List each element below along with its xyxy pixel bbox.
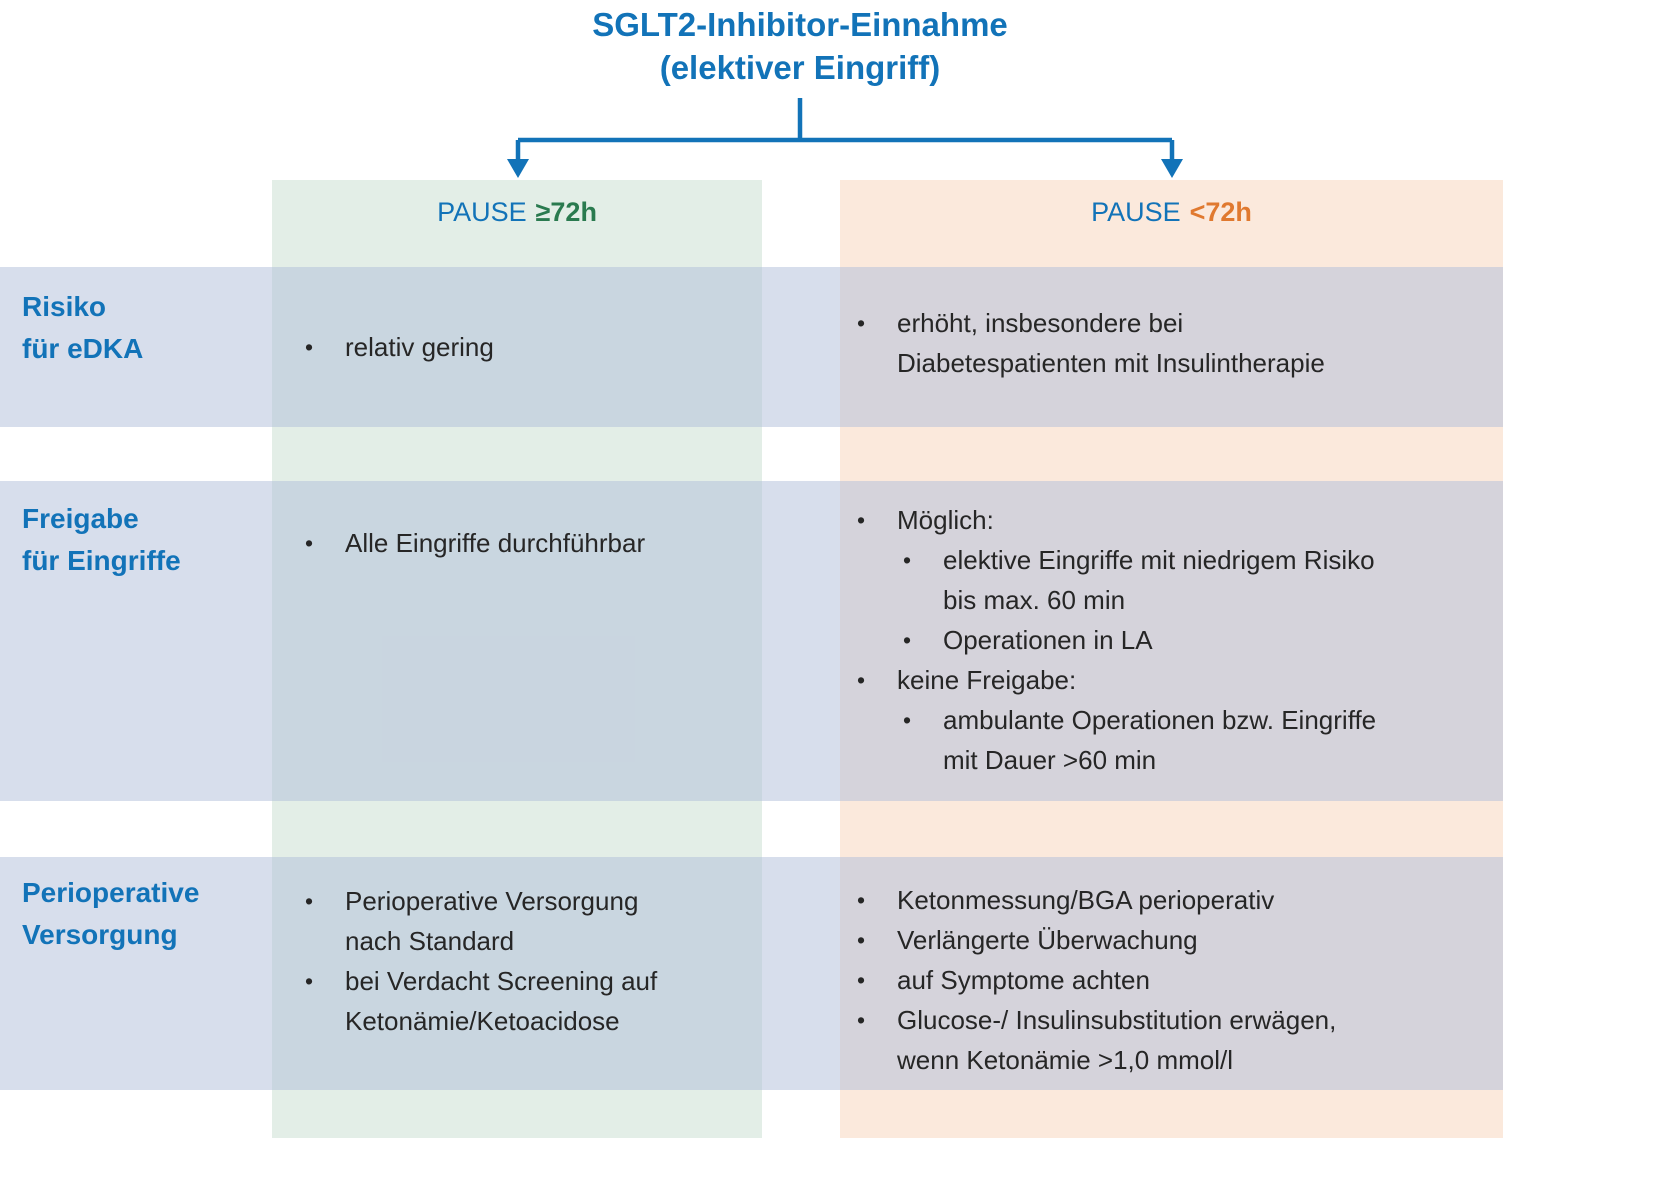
bullet-text: Glucose-/ Insulinsubstitution erwägen, w…: [897, 1005, 1337, 1075]
bullet-item: • ambulante Operationen bzw. Eingriffe mi…: [903, 700, 1502, 780]
bullet-text: Möglich:: [897, 505, 994, 535]
column-header-pause-ge72h: PAUSE ≥72h: [272, 197, 762, 228]
bullet-item: • keine Freigabe:: [857, 660, 1502, 700]
row-band-perioperative: [0, 857, 1503, 1090]
cell-freigabe-pause-lt72h: • Möglich: • elektive Eingriffe mit niedrig…: [857, 500, 1502, 780]
connector-lines: [515, 98, 1175, 162]
bullet-marker-icon: •: [305, 530, 314, 556]
bullet-text: relativ gering: [345, 332, 494, 362]
bullet-text: Verlängerte Überwachung: [897, 925, 1198, 955]
bullet-marker-icon: •: [857, 927, 866, 953]
arrowhead-right-icon: [1161, 159, 1183, 178]
bullet-item: • Alle Eingriffe durchführbar: [305, 523, 755, 563]
bullet-text: Perioperative Versorgung nach Standard: [345, 886, 639, 956]
bullet-marker-icon: •: [857, 1007, 866, 1033]
bullet-item: • erhöht, insbesondere bei Diabetespatien…: [857, 303, 1502, 383]
bullet-item: • bei Verdacht Screening auf Ketonämie/Ke…: [305, 961, 755, 1041]
bullet-text: erhöht, insbesondere bei Diabetespatient…: [897, 308, 1325, 378]
row-band-freigabe: [0, 481, 1503, 801]
bullet-text: Operationen in LA: [943, 625, 1153, 655]
cell-perioperative-pause-lt72h: • Ketonmessung/BGA perioperativ • Verlänger…: [857, 880, 1502, 1080]
bullet-item: • Glucose-/ Insulinsubstitution erwägen, …: [857, 1000, 1502, 1080]
row-label-perioperative-versorgung: Perioperative Versorgung: [22, 877, 200, 950]
bullet-marker-icon: •: [857, 310, 866, 336]
bullet-text: elektive Eingriffe mit niedrigem Risiko …: [943, 545, 1375, 615]
cell-perioperative-pause-ge72h: •Perioperative Versorgung nach Standard•…: [305, 881, 755, 1041]
bullet-marker-icon: •: [903, 627, 912, 653]
bullet-text: auf Symptome achten: [897, 965, 1150, 995]
row-band-risiko: [0, 267, 1503, 427]
bullet-text: ambulante Operationen bzw. Eingriffe mit…: [943, 705, 1377, 775]
cell-risiko-pause-ge72h: • relativ gering: [305, 327, 755, 367]
bullet-marker-icon: •: [903, 547, 912, 573]
bullet-marker-icon: •: [857, 967, 866, 993]
bullet-marker-icon: •: [857, 507, 866, 533]
bullet-item: • Operationen in LA: [903, 620, 1502, 660]
pause-duration-ge72h: ≥72h: [535, 197, 597, 227]
figure-title-line1: SGLT2-Inhibitor-Einnahme: [592, 6, 1008, 43]
bullet-item: • Möglich:: [857, 500, 1502, 540]
figure-title: SGLT2-Inhibitor-Einnahme (elektiver Eing…: [327, 4, 1273, 90]
cell-freigabe-pause-ge72h: • Alle Eingriffe durchführbar: [305, 523, 755, 563]
row-label-freigabe-eingriffe: Freigabe für Eingriffe: [22, 503, 181, 576]
bullet-text: keine Freigabe:: [897, 665, 1077, 695]
bullet-text: Ketonmessung/BGA perioperativ: [897, 885, 1275, 915]
bullet-marker-icon: •: [857, 667, 866, 693]
cell-risiko-pause-lt72h: • erhöht, insbesondere bei Diabetespatien…: [857, 303, 1502, 383]
bullet-marker-icon: •: [305, 334, 314, 360]
pause-duration-lt72h: <72h: [1189, 197, 1252, 227]
bullet-item: • Ketonmessung/BGA perioperativ: [857, 880, 1502, 920]
bullet-text: bei Verdacht Screening auf Ketonämie/Ket…: [345, 966, 658, 1036]
bullet-marker-icon: •: [305, 968, 314, 994]
bullet-marker-icon: •: [857, 887, 866, 913]
branch-connector: [507, 98, 1183, 178]
pause-label-right: PAUSE: [1091, 197, 1181, 227]
bullet-item: • auf Symptome achten: [857, 960, 1502, 1000]
bullet-marker-icon: •: [903, 707, 912, 733]
bullet-item: • relativ gering: [305, 327, 755, 367]
column-header-pause-lt72h: PAUSE <72h: [840, 197, 1503, 228]
bullet-item: • Perioperative Versorgung nach Standard: [305, 881, 755, 961]
pause-label-left: PAUSE: [437, 197, 527, 227]
bullet-marker-icon: •: [305, 888, 314, 914]
bullet-item: • elektive Eingriffe mit niedrigem Risiko…: [903, 540, 1502, 620]
arrowhead-left-icon: [507, 159, 529, 178]
bullet-item: • Verlängerte Überwachung: [857, 920, 1502, 960]
row-label-risiko-edka: Risiko für eDKA: [22, 291, 144, 364]
figure-title-line2: (elektiver Eingriff): [659, 48, 941, 86]
bullet-text: Alle Eingriffe durchführbar: [345, 528, 646, 558]
